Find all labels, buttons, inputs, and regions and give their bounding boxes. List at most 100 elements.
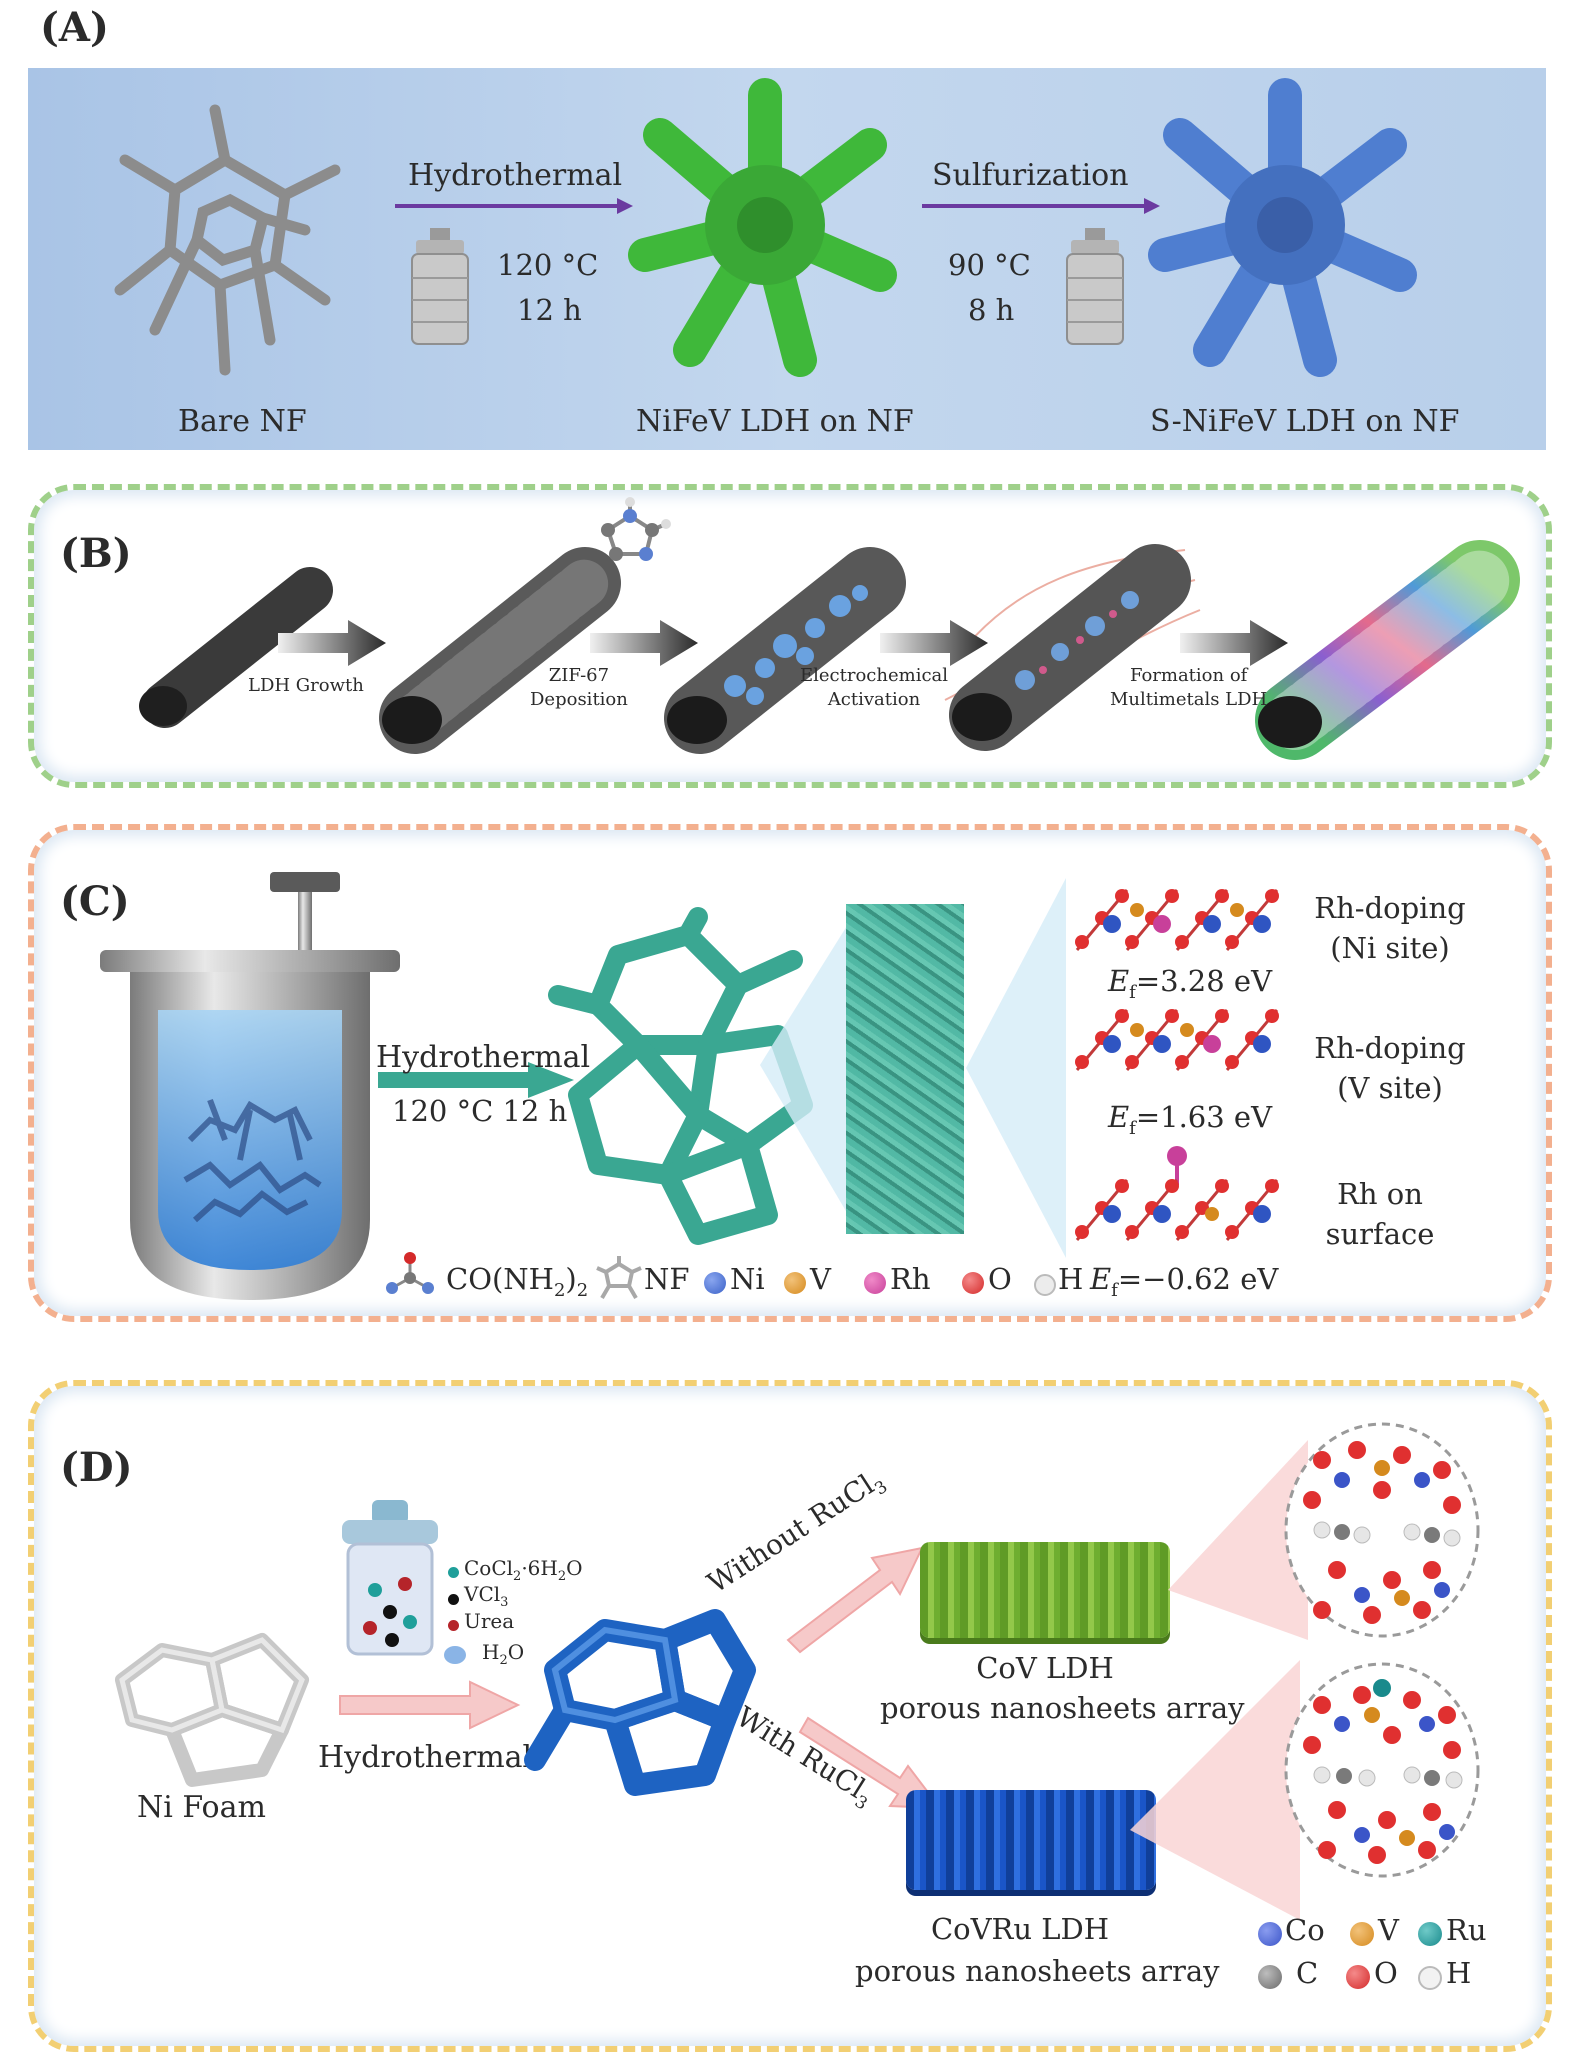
zoom-wedge-bottom	[1130, 1660, 1300, 1920]
structure-column	[846, 904, 964, 1234]
panel-b-frame	[28, 484, 1552, 788]
arrow-zif-deposition	[590, 620, 698, 666]
covru-ldh-array	[906, 1790, 1156, 1890]
rh-v-site-structure	[1075, 1009, 1279, 1071]
legend-ru: Ru	[1446, 1913, 1487, 1947]
legend-v: V	[810, 1262, 831, 1296]
multimetal-rod-icon	[1255, 540, 1520, 760]
v-atom-icon-d	[1350, 1922, 1374, 1946]
step-electrochemical-activation: Electrochemical Activation	[800, 665, 949, 710]
arrow-formation	[1180, 620, 1288, 666]
energy-ni-site: Ef=3.28 eV	[1108, 964, 1273, 1003]
ni-foam-label: Ni Foam	[137, 1790, 266, 1825]
zoom-cone-1	[760, 905, 860, 1235]
water-drop-icon	[444, 1646, 466, 1664]
step2-time: 8 h	[968, 293, 1015, 327]
autoclave-icon-1	[411, 228, 469, 345]
step2-method: Sulfurization	[932, 158, 1129, 193]
autoclave-icon-2	[1066, 228, 1124, 345]
energy-surface: Ef=−0.62 eV	[1090, 1262, 1279, 1301]
legend-o-d: O	[1374, 1956, 1398, 1990]
precursor-water: H2O	[482, 1640, 525, 1668]
arrow-without-rucl3	[786, 1546, 924, 1654]
o-atom-icon	[962, 1272, 984, 1294]
sulfurization-arrow	[922, 198, 1160, 214]
caption-bare-nf: Bare NF	[178, 404, 307, 439]
bare-nf-icon	[114, 104, 341, 376]
hydrothermal-arrow-d	[339, 1680, 521, 1730]
activated-rod-icon	[944, 544, 1201, 751]
conditions-c: 120 °C 12 h	[392, 1094, 568, 1128]
panel-a-label: (A)	[40, 4, 109, 51]
covru-structure-zoom	[1284, 1662, 1480, 1878]
legend-co: Co	[1285, 1913, 1325, 1947]
s-nifev-ldh-icon	[1148, 78, 1417, 377]
legend-rh: Rh	[890, 1262, 931, 1296]
panel-c-frame	[28, 824, 1552, 1322]
precursor-cocl2: CoCl2·6H2O	[464, 1556, 583, 1584]
hydrothermal-arrow-c	[378, 1062, 574, 1098]
cov-ldh-array	[920, 1542, 1170, 1638]
ldh-rod-icon	[379, 547, 621, 754]
caption-s-nifev: S-NiFeV LDH on NF	[1150, 404, 1460, 439]
nf-legend-icon	[596, 1256, 642, 1300]
zif-rod-icon	[664, 547, 906, 754]
ru-atom-icon	[1418, 1922, 1442, 1946]
zoom-cone-2	[966, 878, 1066, 1258]
caption-nifev: NiFeV LDH on NF	[636, 404, 914, 439]
cocl2-dot-icon	[448, 1567, 459, 1578]
ni-atom-icon	[704, 1272, 726, 1294]
h-atom-icon	[1034, 1274, 1056, 1296]
legend-ni: Ni	[730, 1262, 765, 1296]
rh-ni-site-structure	[1075, 889, 1279, 951]
hydrothermal-arrow	[395, 198, 633, 214]
doping-v-site: Rh-doping(V site)	[1314, 1031, 1466, 1105]
precursor-jar-icon	[342, 1500, 438, 1656]
energy-v-site: Ef=1.63 eV	[1108, 1100, 1273, 1139]
cov-structure-zoom	[1284, 1422, 1480, 1638]
zoom-wedge-top	[1168, 1440, 1308, 1640]
step-formation-multimetals: Formation of Multimetals LDH	[1110, 665, 1268, 710]
rh-atom-icon	[864, 1272, 886, 1294]
imidazole-molecule-icon	[601, 497, 671, 561]
precursor-vcl3: VCl3	[464, 1582, 509, 1610]
precursor-urea: Urea	[464, 1609, 515, 1633]
step-ldh-growth: LDH Growth	[248, 675, 364, 696]
rh-surface-structure	[1075, 1146, 1279, 1241]
step1-method: Hydrothermal	[408, 158, 623, 193]
panel-b-label: (B)	[60, 530, 132, 577]
vcl3-dot-icon	[448, 1594, 459, 1605]
step1-time: 12 h	[517, 293, 582, 327]
legend-nf: NF	[644, 1262, 690, 1296]
panel-d-label: (D)	[60, 1444, 133, 1491]
reactor-icon	[100, 872, 400, 1300]
doping-ni-site: Rh-doping(Ni site)	[1314, 891, 1466, 965]
ni-foam-icon	[115, 1633, 309, 1787]
nifev-ldh-icon	[628, 78, 897, 377]
blue-foam-icon	[524, 1609, 756, 1796]
legend-o: O	[988, 1262, 1012, 1296]
panel-d-frame	[28, 1380, 1552, 2052]
h-atom-icon-d	[1418, 1966, 1442, 1990]
o-atom-icon-d	[1346, 1965, 1370, 1989]
co-atom-icon	[1258, 1922, 1282, 1946]
step-zif-deposition: ZIF-67 Deposition	[530, 665, 628, 710]
legend-v-d: V	[1378, 1913, 1399, 1947]
legend-c: C	[1296, 1956, 1319, 1990]
v-atom-icon	[784, 1272, 806, 1294]
urea-dot-icon	[448, 1620, 459, 1631]
teal-foam-icon	[548, 907, 813, 1245]
method-c: Hydrothermal	[376, 1040, 591, 1075]
legend-h-d: H	[1446, 1956, 1472, 1990]
step2-temp: 90 °C	[948, 248, 1031, 282]
panel-c-label: (C)	[60, 878, 130, 925]
urea-molecule-icon	[386, 1252, 434, 1294]
step1-temp: 120 °C	[497, 248, 599, 282]
arrow-ldh-growth	[278, 620, 386, 666]
legend-h: H	[1058, 1262, 1084, 1296]
method-d: Hydrothermal	[318, 1740, 533, 1775]
c-atom-icon	[1258, 1965, 1282, 1989]
